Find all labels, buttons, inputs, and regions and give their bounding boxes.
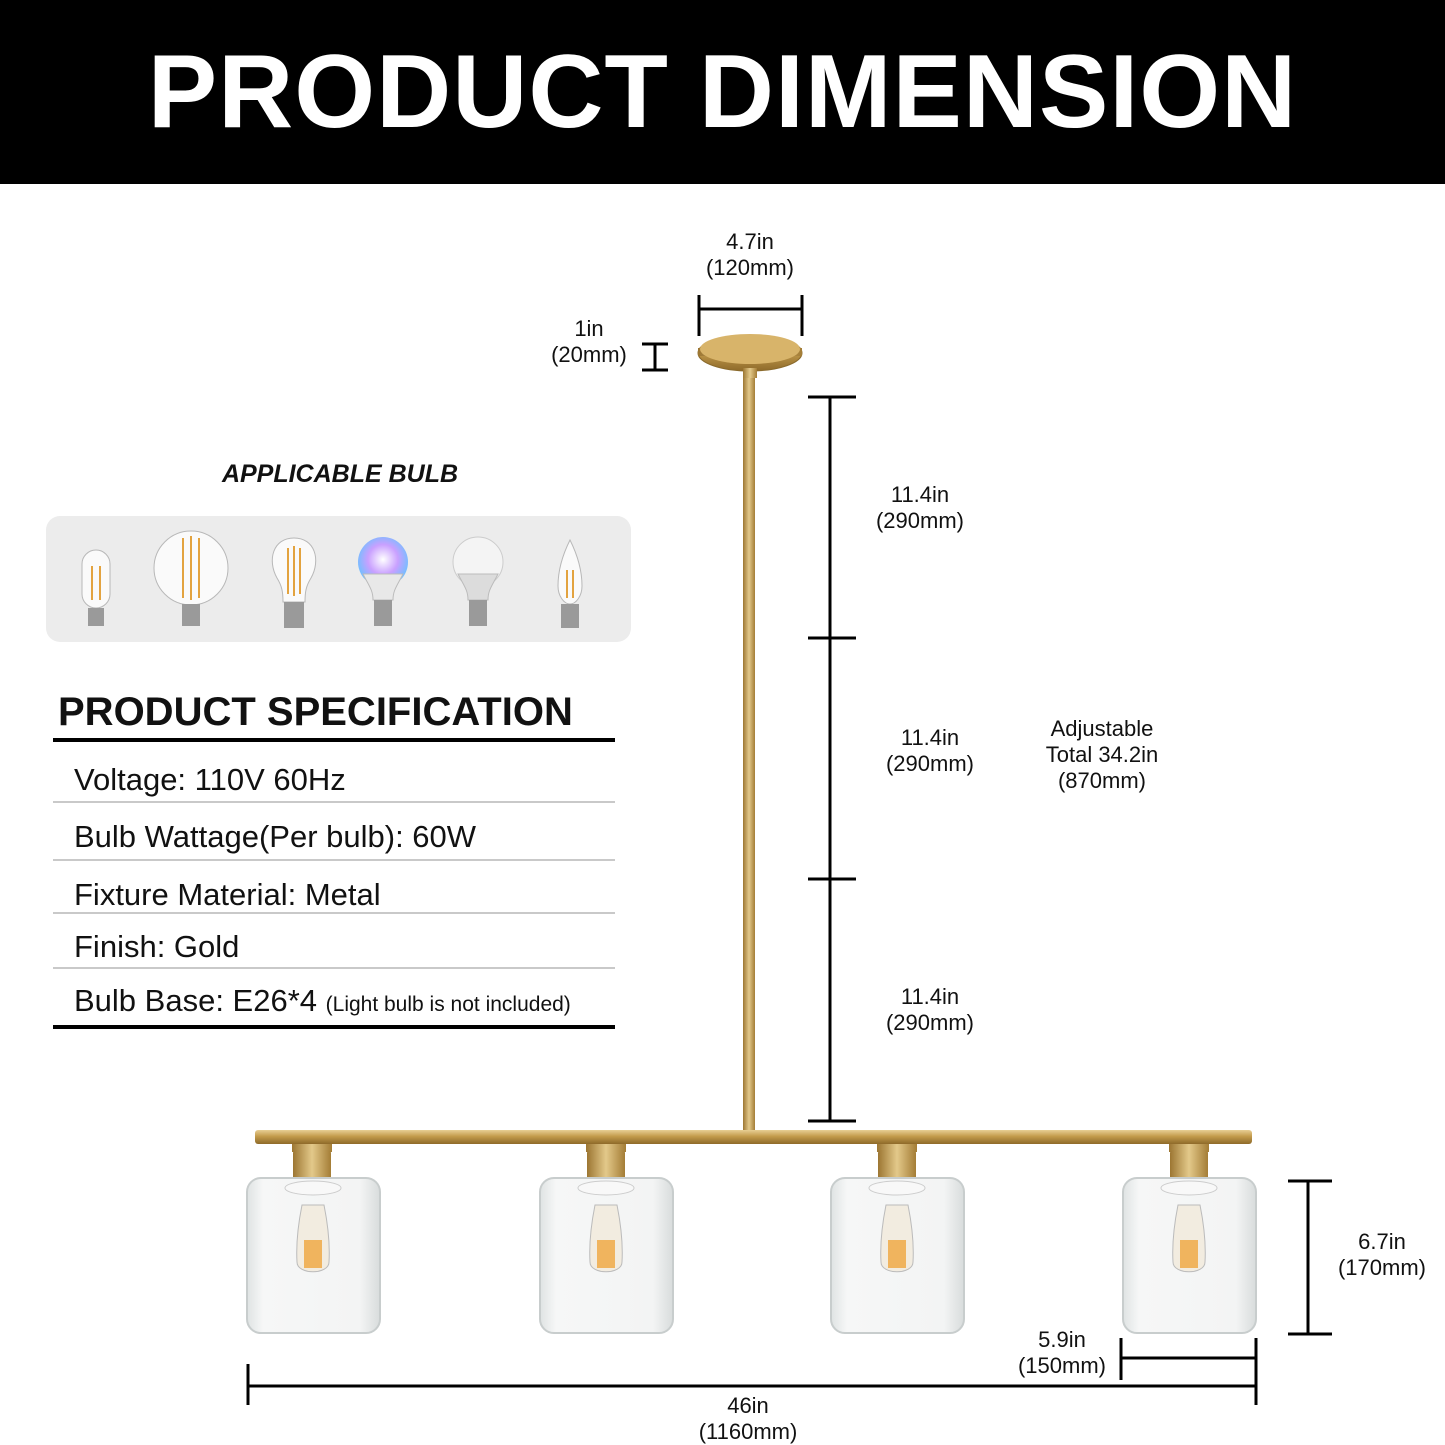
globe-filament-bulb-icon [153,530,229,626]
horizontal-bar [255,1130,1252,1144]
canopy [697,334,803,378]
spec-divider [53,801,615,803]
candle-filament-bulb-icon [557,538,583,628]
spec-row-wattage: Bulb Wattage(Per bulb): 60W [74,819,477,854]
spec-divider [53,859,615,861]
shade-2 [539,1144,674,1334]
applicable-bulb-title: APPLICABLE BULB [221,460,459,488]
canopy-height-label: 1in(20mm) [551,316,627,367]
shade-height-label: 6.7in(170mm) [1337,1229,1426,1280]
spec-divider [53,967,615,969]
spec-bottom-rule [53,1025,615,1029]
a19-filament-bulb-icon [271,537,317,628]
dimension-lines [246,295,1332,1405]
bulb-not-included-note: (Light bulb is not included) [325,993,571,1016]
shade-4 [1122,1144,1257,1334]
spec-row-material: Fixture Material: Metal [74,877,381,912]
rgb-smart-bulb-icon [358,537,408,626]
light-shades [246,1144,1257,1334]
applicable-bulb-panel [46,516,631,642]
rod-segment-1-label: 11.4in(290mm) [875,482,964,533]
spec-row-bulb-base: Bulb Base: E26*4 (Light bulb is not incl… [74,983,571,1019]
spec-row-finish: Finish: Gold [74,929,240,964]
canopy-width-label: 4.7in(120mm) [705,229,794,280]
led-a19-bulb-icon [452,536,504,626]
spec-title-rule [53,738,615,742]
rod-segment-2-label: 11.4in(290mm) [885,725,974,776]
spec-title: PRODUCT SPECIFICATION [58,690,573,734]
bulb-base-text: Bulb Base: E26*4 [74,983,318,1018]
overall-length-label: 46in(1160mm) [698,1393,798,1444]
title-banner: PRODUCT DIMENSION [0,0,1445,184]
tubular-filament-bulb-icon [81,549,111,626]
spec-row-voltage: Voltage: 110V 60Hz [74,762,346,797]
page-title: PRODUCT DIMENSION [147,34,1298,150]
shade-width-label: 5.9in(150mm) [1017,1327,1106,1378]
shade-3 [830,1144,965,1334]
rod-segment-3-label: 11.4in(290mm) [885,984,974,1035]
shade-1 [246,1144,381,1334]
down-rod [743,378,755,1133]
spec-divider [53,912,615,914]
